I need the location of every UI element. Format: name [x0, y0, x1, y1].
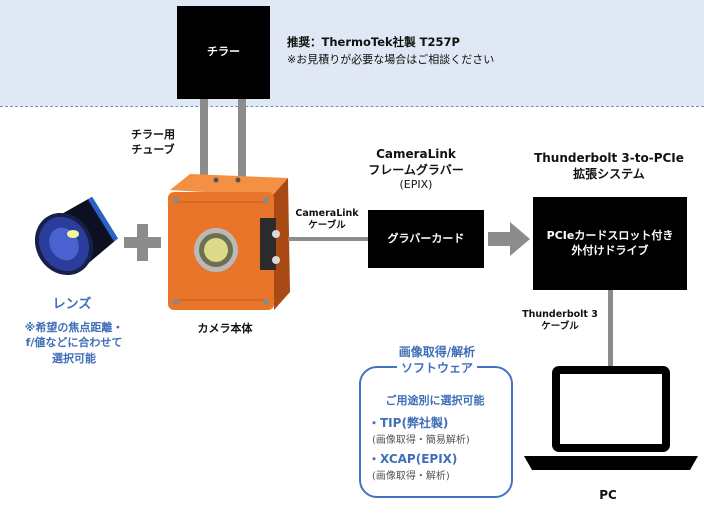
cameralink-cable-label-line2: ケーブル [308, 220, 346, 232]
pc-label: PC [599, 488, 617, 502]
frame-grabber-label-line3: (EPIX) [399, 178, 433, 192]
cameralink-cable-label-line1: CameraLink [295, 208, 359, 219]
chiller-tube-label: チラー用 チューブ [122, 128, 184, 158]
chiller-tube-label-line2: チューブ [131, 142, 175, 156]
chiller-tube-left [200, 99, 208, 187]
software-list: ・TIP(弊社製) (画像取得・簡易解析) ・XCAP(EPIX) (画像取得・… [368, 414, 508, 482]
lens-note: ※希望の焦点距離・ f/値などに合わせて 選択可能 [12, 320, 136, 366]
pcie-drive-label-line2: 外付けドライブ [571, 243, 649, 257]
camera-image [168, 174, 290, 310]
lens-note-line3: 選択可能 [52, 351, 96, 365]
software-title: 画像取得/解析 ソフトウェア [372, 344, 502, 376]
cameralink-cable [288, 237, 370, 241]
software-item-desc: (画像取得・解析) [372, 471, 450, 482]
chiller-tube-right [238, 99, 246, 187]
camera-label: カメラ本体 [197, 322, 253, 335]
chiller-box: チラー [177, 6, 270, 99]
software-title-line1: 画像取得/解析 [394, 345, 480, 359]
laptop-icon [524, 366, 698, 470]
section-divider [0, 106, 704, 107]
thunderbolt-cable-label-line2: ケーブル [541, 321, 579, 333]
thunderbolt-cable [608, 290, 613, 366]
chiller-label: チラー [207, 45, 240, 59]
recommend-note: ※お見積りが必要な場合はご相談ください [287, 53, 495, 66]
arrow-right-icon [488, 222, 530, 256]
thunderbolt-label: Thunderbolt 3-to-PCIe 拡張システム [516, 150, 702, 182]
lens-title: レンズ [52, 297, 92, 312]
cameralink-cable-label: CameraLink ケーブル [284, 208, 370, 233]
software-title-line2: ソフトウェア [396, 361, 477, 376]
grabber-card-box: グラバーカード [368, 210, 484, 268]
frame-grabber-label-line1: CameraLink [376, 147, 456, 161]
recommend-title: 推奨：ThermoTek社製 T257P [287, 35, 460, 49]
thunderbolt-cable-label: Thunderbolt 3 ケーブル [520, 309, 600, 334]
pcie-drive-box: PCIeカードスロット付き 外付けドライブ [533, 197, 687, 290]
thunderbolt-label-line2: 拡張システム [573, 167, 645, 182]
thunderbolt-cable-label-line1: Thunderbolt 3 [522, 309, 598, 320]
software-item-tip: ・TIP(弊社製) (画像取得・簡易解析) [368, 414, 508, 446]
lens-note-line2: f/値などに合わせて [25, 336, 123, 350]
software-item-desc: (画像取得・簡易解析) [372, 435, 470, 446]
software-item-xcap: ・XCAP(EPIX) (画像取得・解析) [368, 450, 508, 482]
grabber-card-label: グラバーカード [387, 231, 465, 245]
recommendation-band [0, 0, 704, 106]
software-subtitle: ご用途別に選択可能 [385, 394, 485, 407]
software-item-name: ・XCAP(EPIX) [368, 452, 458, 466]
software-box [359, 366, 513, 498]
lens-image [34, 196, 119, 276]
frame-grabber-label: CameraLink フレームグラバー (EPIX) [353, 146, 479, 193]
plus-icon-vertical [137, 224, 148, 261]
pcie-drive-label-line1: PCIeカードスロット付き [546, 228, 674, 242]
frame-grabber-label-line2: フレームグラバー [368, 163, 464, 178]
software-item-name: ・TIP(弊社製) [368, 416, 449, 430]
thunderbolt-label-line1: Thunderbolt 3-to-PCIe [534, 151, 684, 165]
lens-note-line1: ※希望の焦点距離・ [24, 321, 124, 334]
chiller-tube-label-line1: チラー用 [131, 128, 175, 141]
